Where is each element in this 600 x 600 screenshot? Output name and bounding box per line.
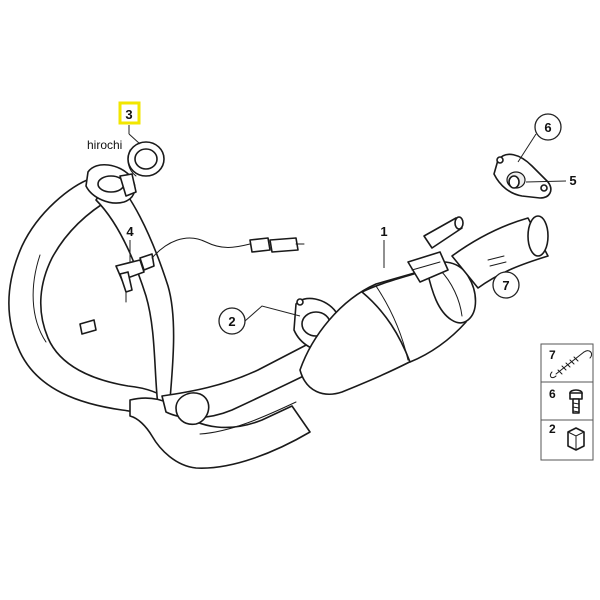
callout-6-number: 6: [544, 120, 551, 135]
outlet-pipe: [451, 215, 549, 289]
mounting-bracket: [493, 153, 552, 199]
legend-label-7: 7: [549, 348, 556, 362]
callout-3-highlight: [118, 101, 141, 125]
callout-3-leader-to-gasket: [128, 133, 141, 145]
legend-label-6: 6: [549, 387, 556, 401]
gasket-ring: [127, 141, 165, 177]
spring-icon: [549, 350, 593, 379]
oxygen-sensor: [115, 237, 305, 303]
bolt-icon: [569, 389, 583, 414]
catalytic-converter: [299, 251, 477, 395]
legend-item-spring: 7: [540, 343, 594, 383]
callout-2-leader: [244, 305, 301, 322]
callout-6-leader: [517, 133, 537, 163]
callout-5-leader: [525, 180, 567, 183]
callout-2-number: 2: [228, 314, 235, 329]
legend-label-2: 2: [549, 422, 556, 436]
header-clip: [79, 319, 97, 335]
sensor-boss-pipe: [423, 216, 464, 249]
callout-5-number: 5: [569, 173, 576, 188]
callout-3-number: 3: [125, 107, 132, 122]
legend-item-bolt: 6: [540, 381, 594, 421]
callout-7-number: 7: [502, 278, 509, 293]
watermark-text: hirochi: [87, 138, 122, 152]
nut-icon: [567, 427, 585, 451]
callout-4-number: 4: [126, 224, 134, 239]
y-pipe: [129, 341, 329, 469]
header-flange: [85, 164, 137, 204]
callout-6-circle: [534, 113, 562, 141]
callout-7-circle: [492, 271, 520, 299]
header-pipe: [8, 175, 175, 425]
callout-1-number: 1: [380, 224, 387, 239]
legend-item-nut: 2: [540, 419, 594, 461]
